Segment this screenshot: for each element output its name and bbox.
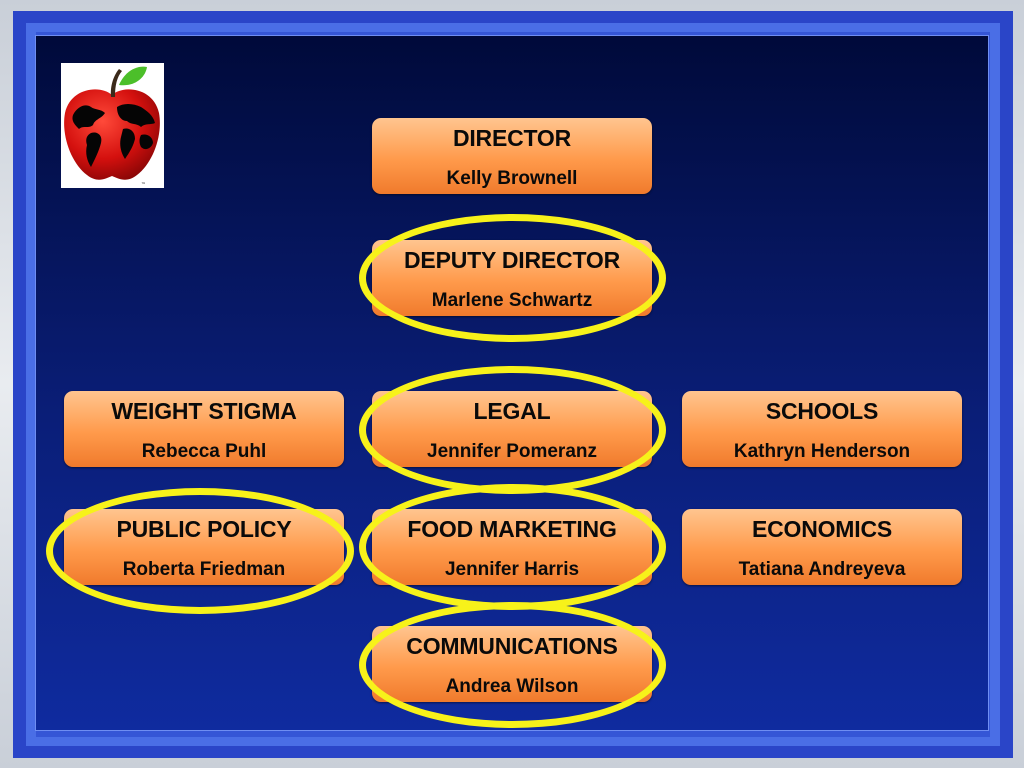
apple-globe-logo: ™ [61, 63, 164, 188]
org-box-person: Jennifer Pomeranz [427, 441, 597, 462]
org-box-title: SCHOOLS [765, 398, 879, 424]
org-box-title: PUBLIC POLICY [116, 516, 292, 542]
svg-text:™: ™ [141, 182, 146, 188]
org-box-weight-stigma: WEIGHT STIGMA Rebecca Puhl [64, 391, 344, 467]
org-box-title: FOOD MARKETING [407, 516, 617, 542]
org-box-public-policy: PUBLIC POLICY Roberta Friedman [64, 509, 344, 585]
org-box-person: Kathryn Henderson [733, 441, 911, 462]
org-box-person: Roberta Friedman [122, 559, 286, 580]
org-box-title: COMMUNICATIONS [406, 633, 618, 659]
org-box-person: Rebecca Puhl [141, 441, 267, 462]
org-box-person: Kelly Brownell [446, 168, 578, 189]
org-box-person: Tatiana Andreyeva [738, 559, 906, 580]
org-box-person: Andrea Wilson [445, 676, 579, 697]
org-box-director: DIRECTOR Kelly Brownell [372, 118, 652, 194]
org-box-person: Jennifer Harris [444, 559, 580, 580]
org-box-legal: LEGAL Jennifer Pomeranz [372, 391, 652, 467]
org-box-title: LEGAL [473, 398, 551, 424]
apple-globe-icon: ™ [64, 66, 160, 188]
org-box-communications: COMMUNICATIONS Andrea Wilson [372, 626, 652, 702]
org-box-title: DEPUTY DIRECTOR [404, 247, 620, 273]
org-box-title: ECONOMICS [751, 516, 893, 542]
org-box-schools: SCHOOLS Kathryn Henderson [682, 391, 962, 467]
org-box-title: DIRECTOR [452, 125, 572, 151]
org-box-title: WEIGHT STIGMA [111, 398, 297, 424]
org-box-food-marketing: FOOD MARKETING Jennifer Harris [372, 509, 652, 585]
org-box-deputy-director: DEPUTY DIRECTOR Marlene Schwartz [372, 240, 652, 316]
org-box-person: Marlene Schwartz [431, 290, 593, 311]
org-box-economics: ECONOMICS Tatiana Andreyeva [682, 509, 962, 585]
org-chart-slide: ™ DIRECTOR Kelly Brownell DEPUTY DIRECTO… [36, 36, 988, 730]
